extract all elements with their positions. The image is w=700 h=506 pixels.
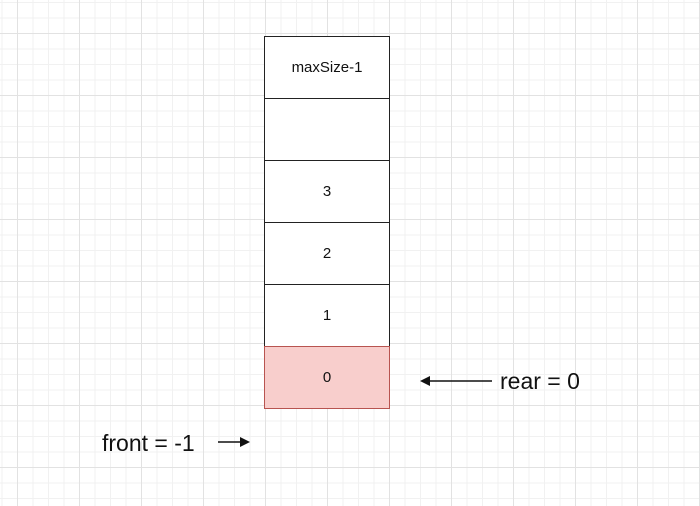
rear-label: rear = 0 (500, 368, 580, 394)
queue-cell-1: 1 (264, 284, 390, 347)
rear-arrow-icon (420, 376, 492, 386)
queue-cell-3: 3 (264, 160, 390, 223)
queue-cell-0: 0 (264, 346, 390, 409)
queue-cell-max: maxSize-1 (264, 36, 390, 99)
front-label: front = -1 (102, 430, 195, 456)
front-arrow-icon (218, 437, 250, 447)
queue-cell-ellipsis (264, 98, 390, 161)
queue-array: maxSize-1 3 2 1 0 (264, 36, 390, 409)
queue-cell-2: 2 (264, 222, 390, 285)
